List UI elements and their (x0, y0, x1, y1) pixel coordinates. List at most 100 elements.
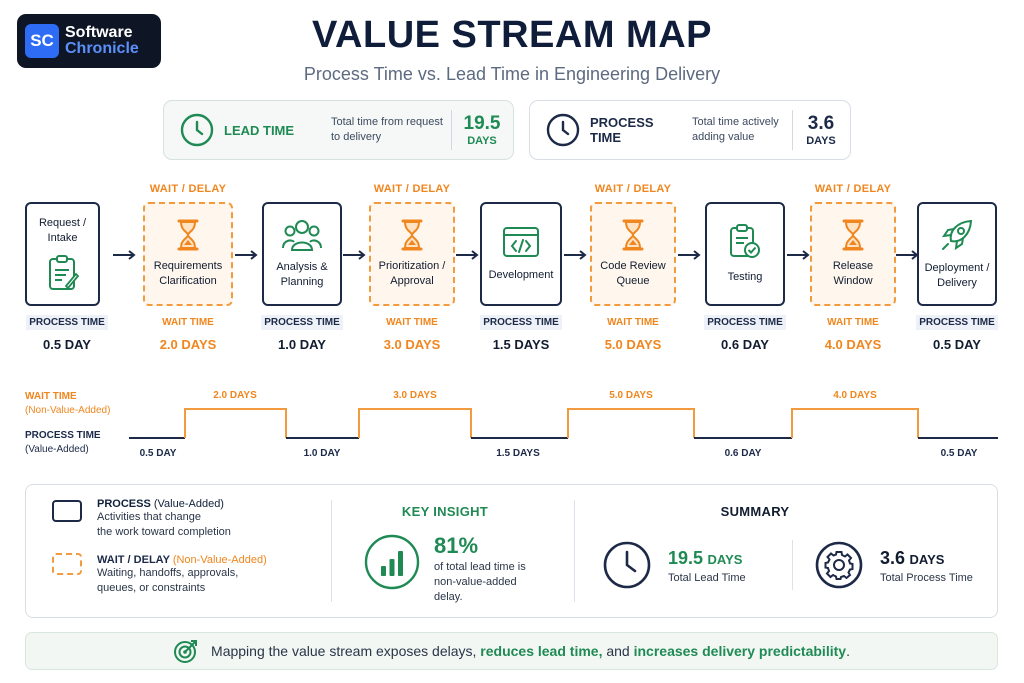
step-deployment-delivery: Deployment / Delivery (917, 202, 997, 306)
summary-lead-number: 19.5 (668, 548, 704, 568)
step-label: Queue (616, 275, 650, 287)
timeline-process-value: 1.5 DAYS (496, 448, 540, 459)
summary-process-label: Total Process Time (880, 572, 973, 584)
lead-time-label: LEAD TIME (224, 122, 295, 138)
summary-lead-label: Total Lead Time (668, 572, 746, 584)
flow-arrow (678, 250, 701, 260)
step-release-window: Release Window (810, 202, 896, 306)
flow-arrow (235, 250, 258, 260)
wait-header: WAIT / DELAY (149, 183, 227, 195)
process-time-description: Total time actively adding value (692, 115, 792, 145)
insight-line: of total lead time is (434, 561, 526, 573)
process-time-tag: PROCESS TIME (476, 315, 566, 330)
page-subtitle: Process Time vs. Lead Time in Engineerin… (303, 64, 721, 84)
process-time-unit: DAYS (806, 135, 836, 147)
process-legend-title-row: PROCESS (Value-Added) (97, 498, 231, 510)
wait-time-tag: WAIT TIME (827, 317, 879, 328)
lead-time-value: 19.5 DAYS (452, 113, 512, 147)
timeline-process-value: 0.5 DAY (139, 448, 177, 459)
process-time-value: 3.6 DAYS (793, 113, 849, 147)
wait-time-tag: WAIT TIME (607, 317, 659, 328)
timeline-process-subtitle: (Value-Added) (25, 444, 89, 455)
insight-line: non-value-added (434, 576, 517, 588)
wait-header: WAIT / DELAY (373, 183, 451, 195)
insight-text: of total lead time is non-value-added de… (434, 560, 526, 605)
timeline-process-label: PROCESS TIME (Value-Added) (25, 429, 101, 457)
hourglass-icon (622, 219, 644, 251)
lead-desc-line-2: to delivery (331, 131, 382, 143)
clock-icon (603, 541, 651, 589)
flow-arrow (113, 250, 136, 260)
process-time-card: PROCESS TIME Total time actively adding … (529, 100, 851, 160)
step-label: Delivery (937, 277, 977, 289)
page-title: VALUE STREAM MAP (312, 14, 712, 56)
step-time-value: 1.0 DAY (278, 337, 326, 352)
process-time-tag-text: PROCESS TIME (26, 315, 108, 330)
wait-header: WAIT / DELAY (594, 183, 672, 195)
summary-process-unit: DAYS (909, 552, 945, 567)
brand-line-2: Chronicle (65, 40, 139, 57)
process-time-tag-text: PROCESS TIME (480, 315, 562, 330)
divider (792, 540, 793, 590)
step-time-value: 4.0 DAYS (824, 337, 882, 352)
wait-segment (791, 408, 919, 438)
process-time-tag: PROCESS TIME (22, 315, 112, 330)
team-icon (282, 220, 322, 251)
step-label: Intake (47, 232, 78, 244)
process-legend-desc: Activities that change (97, 511, 201, 523)
insight-line: delay. (434, 591, 463, 603)
timeline-wait-value: 2.0 DAYS (213, 390, 257, 401)
banner-text: Mapping the value stream exposes delays, (211, 643, 477, 659)
wait-segment (358, 408, 472, 438)
process-legend: PROCESS (Value-Added) Activities that ch… (97, 498, 231, 540)
insight-percent: 81% (434, 533, 479, 558)
step-time-value: 3.0 DAYS (383, 337, 441, 352)
takeaway-banner: Mapping the value stream exposes delays,… (25, 632, 998, 670)
wait-legend-desc: Waiting, handoffs, approvals, (97, 567, 239, 579)
wait-time-tag: WAIT TIME (386, 317, 438, 328)
step-label: Development (488, 268, 554, 281)
wait-legend-title: WAIT / DELAY (97, 554, 170, 566)
process-time-label: PROCESS TIME (590, 115, 654, 145)
code-icon (503, 226, 539, 257)
timeline-process-value: 0.5 DAY (940, 448, 978, 459)
step-testing: Testing (705, 202, 785, 306)
checklist-icon (730, 223, 760, 258)
clipboard-icon (48, 255, 79, 290)
process-legend-title: PROCESS (97, 498, 151, 510)
wait-legend-title-row: WAIT / DELAY (Non-Value-Added) (97, 554, 267, 566)
timeline-step-line (129, 408, 998, 439)
lead-desc-line-1: Total time from request (331, 116, 443, 128)
step-label: Planning (280, 276, 324, 288)
step-label: Analysis & (276, 261, 328, 273)
step-label: Window (833, 275, 873, 287)
summary-lead-unit: DAYS (707, 552, 743, 567)
flow-arrow (456, 250, 479, 260)
wait-legend-swatch (52, 553, 82, 575)
key-insight-heading: KEY INSIGHT (401, 504, 489, 519)
brand-wordmark: Software Chronicle (65, 25, 139, 57)
process-time-tag-text: PROCESS TIME (704, 315, 786, 330)
clock-icon (546, 113, 580, 147)
step-code-review-queue: Code Review Queue (590, 202, 676, 306)
wait-segment (567, 408, 695, 438)
timeline-wait-value: 5.0 DAYS (609, 390, 653, 401)
step-label: Clarification (159, 275, 217, 287)
process-time-tag-text: PROCESS TIME (916, 315, 998, 330)
banner-text: . (846, 643, 850, 659)
timeline-wait-value: 3.0 DAYS (393, 390, 437, 401)
timeline-wait-subtitle: (Non-Value-Added) (25, 405, 111, 416)
wait-header: WAIT / DELAY (814, 183, 892, 195)
target-icon (174, 640, 198, 663)
divider (331, 500, 332, 602)
lead-time-unit: DAYS (467, 135, 497, 147)
step-label: Code Review (600, 260, 666, 272)
flow-arrow (787, 250, 810, 260)
wait-time-tag: WAIT TIME (162, 317, 214, 328)
process-desc-line-1: Total time actively (692, 116, 779, 128)
step-label: Prioritization / (378, 260, 446, 272)
step-label: Approval (390, 275, 434, 287)
banner-highlight: increases delivery predictability (633, 643, 847, 659)
divider (451, 110, 452, 150)
flow-arrow (896, 250, 919, 260)
